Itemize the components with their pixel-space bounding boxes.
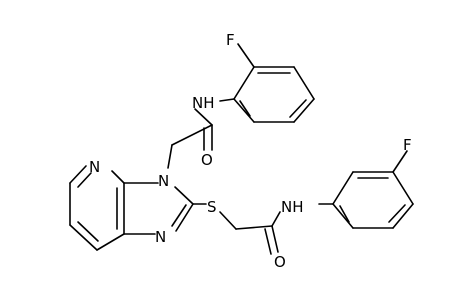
atom-label-s-thioether: S — [207, 198, 217, 216]
bond — [77, 221, 99, 242]
bond — [233, 98, 255, 123]
bond — [69, 224, 98, 251]
bond — [175, 203, 194, 232]
atom-label-o-top: O — [201, 151, 213, 169]
bond — [167, 144, 173, 169]
bond — [339, 205, 350, 223]
bond — [332, 171, 354, 205]
bond — [235, 225, 273, 230]
bond — [111, 170, 125, 184]
atom-labels: F NH O N N N S NH O F — [89, 31, 412, 271]
atom-label-n1-imidazole: N — [155, 228, 166, 246]
bond — [271, 211, 281, 227]
bond — [289, 99, 307, 118]
bond — [392, 171, 414, 205]
bond — [219, 211, 237, 230]
atom-label-nh-top: NH — [192, 94, 215, 112]
atom-label-nh-bottom: NH — [281, 198, 304, 216]
bond — [171, 124, 213, 146]
atom-label-n3-imidazole: N — [158, 172, 169, 190]
bond — [237, 43, 255, 68]
bond — [96, 233, 125, 251]
bond — [332, 203, 354, 229]
bond — [293, 98, 315, 123]
bond — [77, 172, 92, 188]
atom-label-o-bottom: O — [274, 253, 286, 271]
bond — [194, 108, 213, 126]
atom-label-f-top: F — [226, 31, 235, 49]
bond — [392, 203, 414, 229]
bond — [271, 225, 279, 253]
bond-lines — [69, 43, 414, 255]
bond — [219, 98, 235, 102]
atom-label-n-pyridine: N — [89, 158, 100, 176]
atom-label-f-right: F — [403, 136, 412, 154]
bond — [239, 100, 251, 117]
bond — [171, 204, 187, 227]
bond — [264, 228, 272, 255]
bond — [392, 150, 408, 173]
bond — [233, 66, 255, 100]
bond — [69, 165, 87, 184]
bond — [388, 204, 406, 223]
bond — [293, 66, 315, 100]
bond — [174, 186, 194, 205]
